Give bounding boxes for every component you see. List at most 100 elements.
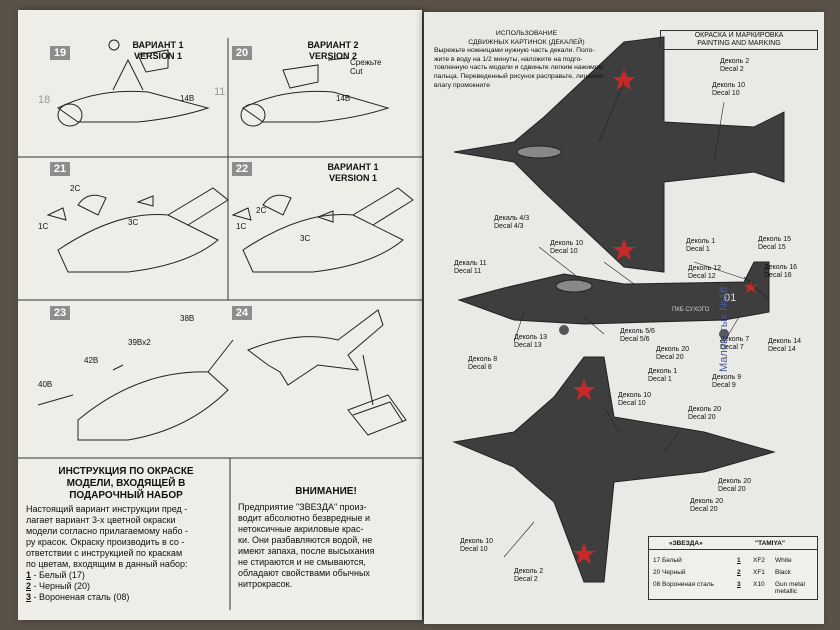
color-item-2: 2 - Черный (20) <box>26 581 230 592</box>
painting-header-en: PAINTING AND MARKING <box>697 40 781 47</box>
paint-row-3: 08 Вороненая сталь 3 X10 Gun metal metal… <box>649 581 817 595</box>
callout-ru: Деколь 13 <box>514 334 547 341</box>
painting-body-line-1: Настоящий вариант инструкции пред - <box>26 504 188 514</box>
callout-ru: Деколь 5/6 <box>620 328 655 335</box>
tail-number: 01 <box>724 292 737 304</box>
callout-ru: Деколь 10 <box>618 392 651 399</box>
header-zvezda: «ЗВЕЗДА» <box>669 540 703 547</box>
warning-line-6: не стираются и не смываются, <box>238 557 366 567</box>
callout-en: Decal 8 <box>468 364 492 371</box>
paint-zvezda-3: 08 Вороненая сталь <box>653 581 714 588</box>
callout-ru: Деколь 10 <box>460 538 493 545</box>
step-19-title: ВАРИАНТ 1 VERSION 1 <box>118 40 198 62</box>
warning-line-2: водит абсолютно безвредные и <box>238 513 371 523</box>
part-label-2c-v1: 2C <box>256 206 267 215</box>
paint-num-1: 1 <box>737 557 741 564</box>
landing-gear <box>719 329 729 339</box>
warning-line-1: Предприятие "ЗВЕЗДА" произ- <box>238 502 367 512</box>
paint-num-2: 2 <box>737 569 741 576</box>
red-star <box>613 69 635 90</box>
red-star <box>573 543 595 564</box>
callout-ru: Деколь 1 <box>686 238 716 245</box>
step-22-title-en: VERSION 1 <box>328 173 377 183</box>
part-label-42b: 42B <box>84 356 99 365</box>
warning-line-3: нетоксичные акриловые крас- <box>238 524 364 534</box>
landing-gear <box>559 325 569 335</box>
paint-zvezda-1: 17 Белый <box>653 557 682 564</box>
painting-body-line-2: лагает вариант 3-х цветной окраски <box>26 515 176 525</box>
paint-zvezda-2: 20 Черный <box>653 569 686 576</box>
callout-en: Decal 7 <box>720 344 744 351</box>
paint-code-3: X10 <box>753 581 765 588</box>
painting-body-line-5: ответствии с инструкцией по краскам <box>26 548 183 558</box>
color-label-2: - Черный (20) <box>31 581 90 591</box>
paint-tamiya-3: Gun metal metallic <box>775 581 805 595</box>
callout-ru: Деколь 10 <box>712 82 745 89</box>
painting-body-line-4: ру красок. Окраску производить в со - <box>26 537 185 547</box>
callout-en: Decal 15 <box>758 244 786 251</box>
callout-en: Decal 20 <box>688 414 716 421</box>
painting-instructions-title: ИНСТРУКЦИЯ ПО ОКРАСКЕ МОДЕЛИ, ВХОДЯЩЕЙ В… <box>26 466 226 502</box>
bottom-view-aircraft <box>452 356 776 583</box>
step-number-19: 19 <box>50 46 70 60</box>
color-number-2: 2 <box>26 581 32 591</box>
right-page: ИСПОЛЬЗОВАНИЕ СДВИЖНЫХ КАРТИНОК (ДЕКАЛЕЙ… <box>424 12 824 624</box>
red-star <box>613 239 635 260</box>
callout-en: Decal 20 <box>690 506 718 513</box>
fuselage-text: ПКБ СУХОГО <box>672 307 710 313</box>
cut-label-en: Cut <box>350 67 363 76</box>
color-label-3: - Вороненая сталь (08) <box>31 592 130 602</box>
callout-en: Decal 10 <box>460 546 488 553</box>
part-label-2c: 2C <box>70 184 81 193</box>
step-number-20: 20 <box>232 46 252 60</box>
color-label-1: - Белый (17) <box>31 570 85 580</box>
callout-en: Decal 4/3 <box>494 223 524 230</box>
part-label-14b-v2: 14B <box>336 94 351 103</box>
painting-header: ОКРАСКА И МАРКИРОВКА PAINTING AND MARKIN… <box>660 30 818 50</box>
part-label-40b: 40B <box>38 380 53 389</box>
step-number-22: 22 <box>232 162 252 176</box>
color-number-3: 3 <box>26 592 32 602</box>
side-view-canopy <box>555 279 593 293</box>
vertical-handwritten-text: Маловатых №18 <box>718 286 730 372</box>
decal-body-1: Вырежьте ножницами нужную часть декали. … <box>434 47 595 55</box>
callout-en: Decal 20 <box>718 486 746 493</box>
paint-code-2: XF1 <box>753 569 765 576</box>
part-label-14b: 14B <box>180 94 195 103</box>
warning-line-8: нитрокрасок. <box>238 579 293 589</box>
warning-line-5: имеют запаха, после высыхания <box>238 546 375 556</box>
callout-en: Decal 16 <box>764 272 792 279</box>
top-view-canopy <box>516 145 562 159</box>
decal-title-1: ИСПОЛЬЗОВАНИЕ <box>495 30 558 37</box>
callout-ru: Деколь 14 <box>768 338 801 345</box>
assembly-drawings <box>18 38 422 610</box>
painting-body-line-3: модели согласно прилагаемому набо - <box>26 526 189 536</box>
callout-en: Decal 20 <box>656 354 684 361</box>
step-ref-11: 11 <box>214 86 226 98</box>
part-label-38b: 38B <box>180 314 195 323</box>
callout-en: Decal 5/6 <box>620 336 650 343</box>
callout-ru: Деколь 8 <box>468 356 498 363</box>
step-20-title-ru: ВАРИАНТ 2 <box>307 40 359 50</box>
callout-lines <box>503 81 770 558</box>
paint-table-header: «ЗВЕЗДА» "TAMIYA" <box>649 537 817 550</box>
step-22-title: ВАРИАНТ 1 VERSION 1 <box>313 162 393 184</box>
decal-body-3: товленную часть модели и сдвиньте легким… <box>434 64 604 72</box>
paint-table: «ЗВЕЗДА» "TAMIYA" 17 Белый 1 XF2 White 2… <box>648 536 818 600</box>
step-number-24: 24 <box>232 306 252 320</box>
warning-line-4: ки. Они разбавляются водой, не <box>238 535 373 545</box>
top-view-aircraft <box>453 36 785 273</box>
